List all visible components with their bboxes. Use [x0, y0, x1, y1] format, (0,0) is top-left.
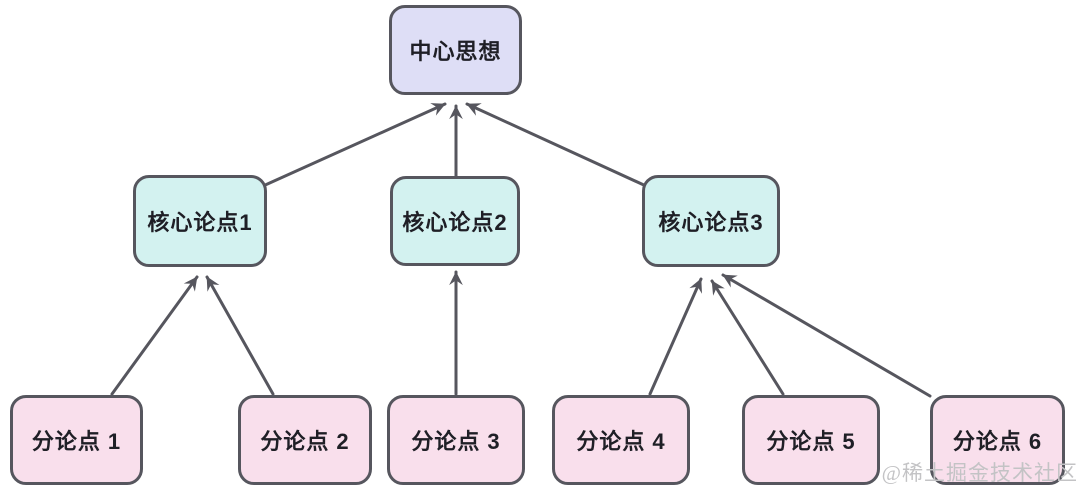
node-sub-point-1: 分论点 1 [10, 395, 143, 485]
node-core-point-2: 核心论点2 [390, 176, 520, 266]
node-sub-point-6-label: 分论点 6 [952, 429, 1043, 454]
arrow-sub1-to-core1 [110, 275, 199, 396]
node-core-point-2-label: 核心论点2 [402, 210, 508, 235]
arrow-core3-to-central [465, 102, 648, 188]
node-sub-point-3-label: 分论点 3 [411, 429, 501, 454]
node-core-point-3-label: 核心论点3 [658, 210, 764, 235]
node-sub-point-6: 分论点 6 [930, 395, 1065, 485]
arrow-sub6-to-core3 [721, 273, 932, 398]
node-sub-point-1-label: 分论点 1 [31, 429, 122, 454]
watermark: @稀土掘金技术社区 [881, 461, 1078, 485]
arrow-sub4-to-core3 [648, 277, 703, 396]
node-central-idea: 中心思想 [389, 5, 522, 95]
node-core-point-1: 核心论点1 [133, 175, 267, 267]
node-sub-point-2: 分论点 2 [238, 395, 372, 485]
node-sub-point-5-label: 分论点 5 [766, 429, 856, 454]
node-sub-point-3: 分论点 3 [387, 395, 525, 485]
arrow-sub2-to-core1 [205, 275, 275, 396]
node-sub-point-4-label: 分论点 4 [576, 429, 666, 454]
arrow-sub5-to-core3 [710, 279, 785, 396]
node-sub-point-5: 分论点 5 [742, 395, 880, 485]
node-central-idea-label: 中心思想 [409, 39, 502, 64]
arrow-core1-to-central [261, 102, 447, 188]
node-core-point-3: 核心论点3 [642, 175, 780, 267]
node-sub-point-2-label: 分论点 2 [260, 429, 350, 454]
node-sub-point-4: 分论点 4 [552, 395, 690, 485]
node-core-point-1-label: 核心论点1 [147, 210, 253, 235]
